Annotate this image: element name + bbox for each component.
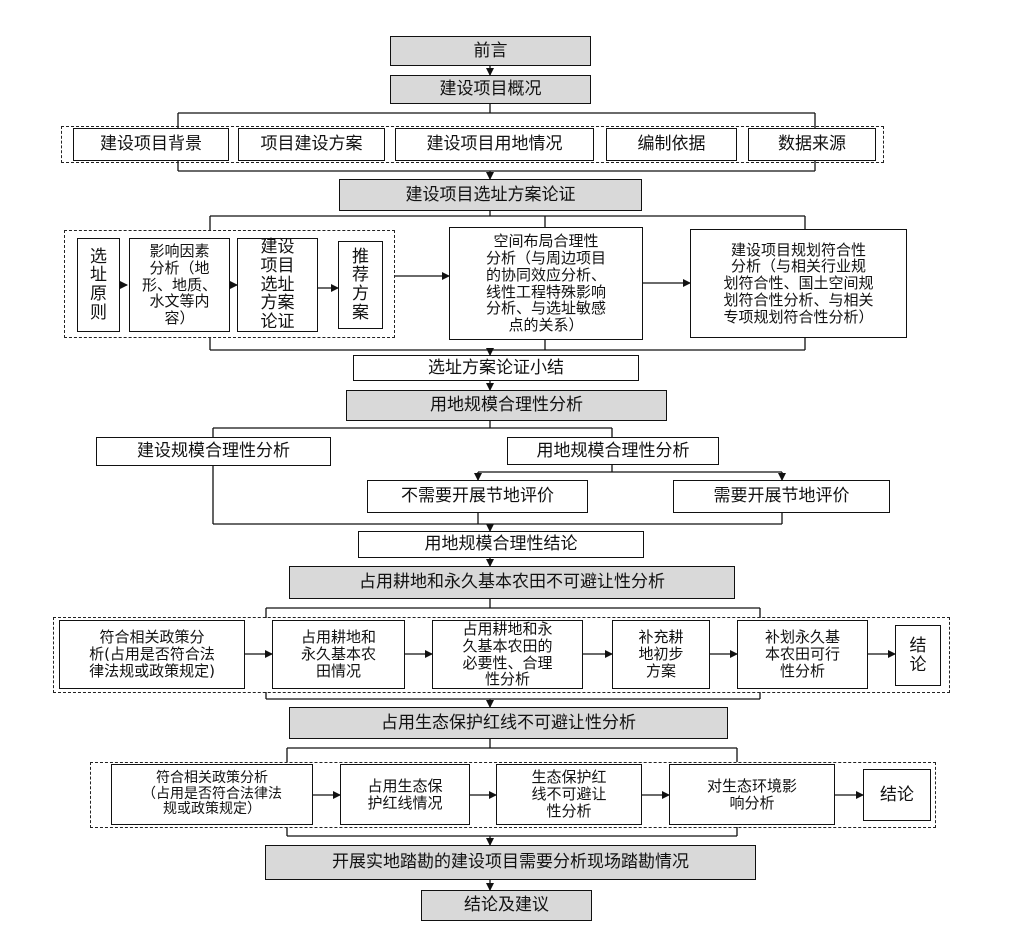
no-land-saving-eval-box: 不需要开展节地评价	[367, 480, 588, 513]
recommended-scheme-box: 推 荐 方 案	[338, 241, 383, 329]
site-summary-box: 选址方案论证小结	[353, 355, 639, 381]
compilation-basis-box: 编制依据	[606, 128, 737, 161]
project-background-box: 建设项目背景	[73, 128, 229, 161]
project-overview-box: 建设项目概况	[390, 75, 591, 104]
land-scale-box: 用地规模合理性分析	[507, 437, 719, 465]
land-scale-analysis-box: 用地规模合理性分析	[346, 390, 667, 421]
site-scheme-proof-box: 建设 项目 选址 方案 论证	[237, 238, 318, 332]
preface-box: 前言	[390, 36, 591, 66]
eco-impact-box: 对生态环境影 响分析	[669, 764, 835, 825]
data-source-box: 数据来源	[748, 128, 876, 161]
land-saving-eval-box: 需要开展节地评价	[673, 480, 890, 513]
eco-unavoidability-box: 生态保护红 线不可避让 性分析	[496, 764, 642, 825]
site-principle-box: 选 址 原 则	[77, 238, 120, 332]
eco-redline-occupation-box: 占用生态保 护红线情况	[340, 764, 470, 825]
policy-compliance-box-2: 符合相关政策分析 （占用是否符合法律法 规或政策规定）	[111, 764, 313, 825]
spatial-layout-box: 空间布局合理性 分析（与周边项目 的协同效应分析、 线性工程特殊影响 分析、与选…	[449, 227, 643, 340]
construction-plan-box: 项目建设方案	[238, 128, 385, 161]
replan-farmland-box: 补划永久基 本农田可行 性分析	[737, 620, 868, 689]
farmland-unavoidability-box: 占用耕地和永久基本农田不可避让性分析	[289, 566, 735, 599]
farmland-group	[53, 617, 950, 693]
field-survey-box: 开展实地踏勘的建设项目需要分析现场踏勘情况	[265, 845, 756, 880]
planning-compliance-box: 建设项目规划符合性 分析（与相关行业规 划符合性、国土空间规 划符合性分析、与相…	[690, 229, 907, 338]
overview-group	[61, 126, 884, 163]
eco-redline-unavoidability-box: 占用生态保护红线不可避让性分析	[289, 707, 728, 739]
conclusion-box-2: 结论	[863, 769, 931, 821]
influence-factors-box: 影响因素 分析（地 形、地质、 水文等内 容）	[129, 238, 230, 332]
land-use-status-box: 建设项目用地情况	[395, 128, 594, 161]
site-selection-group	[64, 230, 395, 338]
necessity-analysis-box: 占用耕地和永 久基本农田的 必要性、合理 性分析	[432, 620, 583, 689]
conclusion-box-1: 结 论	[895, 625, 941, 686]
supplement-farmland-box: 补充耕 地初步 方案	[612, 620, 710, 689]
eco-redline-group	[90, 762, 936, 828]
scale-conclusion-box: 用地规模合理性结论	[358, 531, 644, 558]
policy-compliance-box-1: 符合相关政策分 析(占用是否符合法 律法规或政策规定)	[59, 620, 245, 689]
construction-scale-box: 建设规模合理性分析	[96, 437, 331, 466]
farmland-occupation-status-box: 占用耕地和 永久基本农 田情况	[272, 620, 405, 689]
conclusion-suggestion-box: 结论及建议	[421, 890, 592, 921]
site-selection-box: 建设项目选址方案论证	[339, 179, 642, 211]
